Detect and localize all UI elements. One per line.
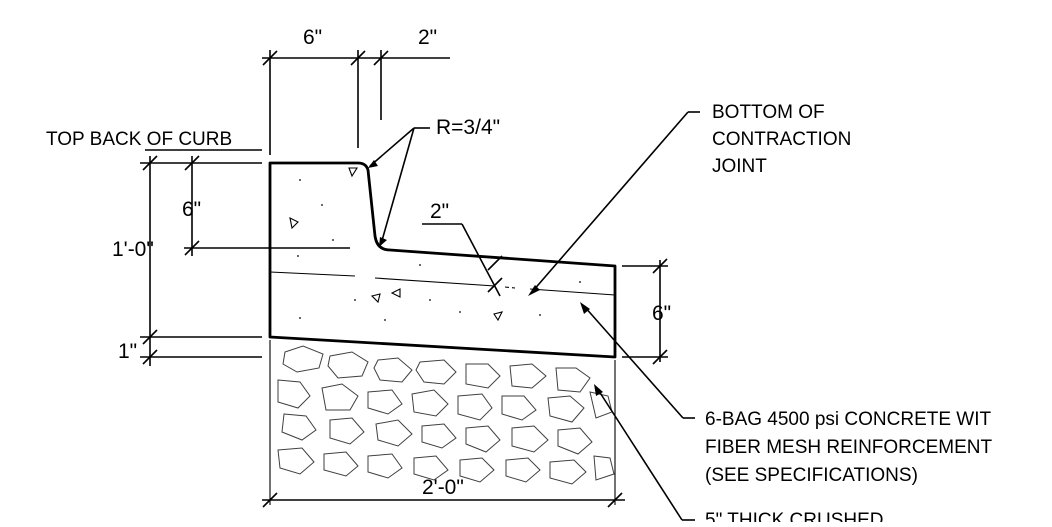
note-base: 5" THICK CRUSHED	[705, 510, 883, 522]
callout-notes: TOP BACK OF CURB BOTTOM OF CONTRACTION J…	[46, 102, 993, 527]
note-contraction-line-3: JOINT	[712, 156, 767, 177]
dimension-lines	[140, 50, 668, 508]
dim-mid-2: 2"	[430, 200, 449, 223]
note-contraction-line-2: CONTRACTION	[712, 129, 851, 150]
dim-bottom-2ft: 2'-0"	[422, 476, 464, 499]
dim-left-6: 6"	[182, 198, 201, 221]
note-concrete-line-3: (SEE SPECIFICATIONS)	[705, 465, 918, 486]
dimension-labels: 6" 2" R=3/4" 6" 1'-0" 1" 2" 6" 2'-0"	[112, 26, 671, 499]
crushed-base-aggregate	[269, 340, 616, 505]
note-contraction-line-1: BOTTOM OF	[712, 102, 825, 123]
dim-top-2: 2"	[418, 26, 437, 49]
dim-radius: R=3/4"	[436, 116, 500, 139]
dim-top-6: 6"	[303, 26, 322, 49]
dim-left-1in: 1"	[118, 340, 137, 363]
dim-right-6: 6"	[652, 302, 671, 325]
concrete-curb-body	[268, 161, 617, 359]
leader-lines	[368, 111, 700, 521]
note-concrete-line-2: FIBER MESH REINFORCEMENT	[705, 437, 993, 458]
dim-left-1ft: 1'-0"	[112, 238, 154, 261]
note-concrete-line-1: 6-BAG 4500 psi CONCRETE WIT	[705, 409, 992, 430]
note-top-back-of-curb: TOP BACK OF CURB	[46, 129, 232, 150]
